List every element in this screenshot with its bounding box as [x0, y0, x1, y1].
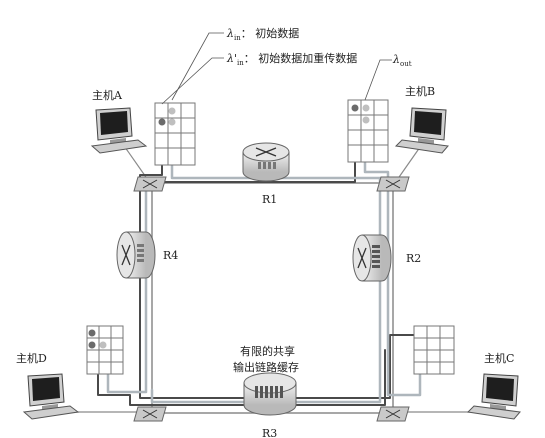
router-r1	[242, 142, 290, 182]
computer-d-icon	[22, 373, 80, 420]
host-c-label: 主机C	[484, 351, 514, 365]
legend-lambda-out: λout	[392, 53, 412, 68]
legend-lambda-in-prime-symbol: λ'	[226, 52, 237, 65]
computer-a-icon	[90, 107, 148, 154]
leader-lines	[161, 32, 392, 105]
switch-top-left	[133, 176, 167, 192]
buffer-label-line1: 有限的共享	[240, 344, 295, 358]
legend-lambda-in-sub: in	[234, 34, 241, 42]
switch-top-right	[376, 176, 410, 192]
queue-table-d	[86, 325, 124, 375]
host-d-label: 主机D	[16, 351, 47, 365]
computer-b-icon	[394, 107, 449, 154]
legend-lambda-out-symbol: λ	[392, 53, 400, 66]
buffer-label-line2: 输出链路缓存	[233, 360, 299, 374]
queue-table-a	[154, 102, 196, 166]
router-r4	[116, 231, 156, 279]
router-r1-label: R1	[262, 193, 277, 206]
switch-bottom-right	[376, 406, 410, 422]
legend-lambda-in: λin： 初始数据	[226, 26, 299, 42]
router-r3-label: R3	[262, 427, 277, 438]
router-r4-label: R4	[163, 249, 178, 262]
router-r2-label: R2	[406, 252, 421, 265]
host-b-label: 主机B	[405, 84, 435, 98]
queue-table-b	[347, 99, 389, 163]
switch-bottom-left	[133, 406, 167, 422]
legend-lambda-in-text: ： 初始数据	[241, 26, 300, 40]
router-r2	[352, 234, 392, 282]
legend-lambda-in-prime-text: ： 初始数据加重传数据	[244, 51, 358, 65]
router-r3	[243, 372, 297, 416]
legend-lambda-in-symbol: λ	[226, 27, 234, 40]
legend-lambda-in-prime: λ'in： 初始数据加重传数据	[226, 51, 357, 67]
legend-lambda-in-prime-sub: in	[237, 59, 244, 67]
queue-table-c	[413, 325, 455, 375]
legend-lambda-out-sub: out	[400, 60, 412, 68]
host-a-label: 主机A	[92, 88, 123, 102]
computer-c-icon	[466, 373, 521, 420]
